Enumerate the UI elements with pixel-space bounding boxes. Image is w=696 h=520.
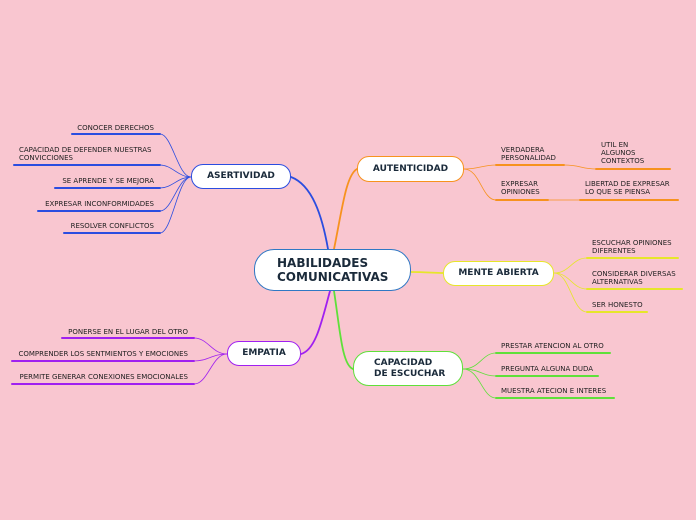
link-asertividad-0 bbox=[159, 133, 192, 178]
link-asertividad-4 bbox=[159, 176, 192, 234]
branch-asertividad-label: ASERTIVIDAD bbox=[207, 171, 275, 181]
leaf-considerar-diversas[interactable]: CONSIDERAR DIVERSAS ALTERNATIVAS bbox=[592, 270, 676, 286]
leaf-resolver-conflictos[interactable]: RESOLVER CONFLICTOS bbox=[70, 222, 154, 230]
branch-empatia-label: EMPATIA bbox=[242, 348, 286, 358]
branch-mente-abierta-label: MENTE ABIERTA bbox=[458, 268, 539, 278]
branch-mente-abierta[interactable]: MENTE ABIERTA bbox=[443, 261, 554, 286]
leaf-se-aprende[interactable]: SE APRENDE Y SE MEJORA bbox=[62, 177, 154, 185]
branch-capacidad-de-escuchar[interactable]: CAPACIDAD DE ESCUCHAR bbox=[353, 351, 463, 386]
central-topic[interactable]: HABILIDADES COMUNICATIVAS bbox=[254, 249, 411, 291]
leaf-expresar-inconformidades[interactable]: EXPRESAR INCONFORMIDADES bbox=[45, 200, 154, 208]
link-empatia-0 bbox=[193, 337, 228, 355]
link-expresar bbox=[463, 168, 497, 201]
trunk-mente-abierta bbox=[410, 271, 444, 274]
leaf-escuchar-opiniones[interactable]: ESCUCHAR OPINIONES DIFERENTES bbox=[592, 239, 672, 255]
link-capacidad-2 bbox=[462, 368, 497, 399]
leaf-util-en-algunos-contextos[interactable]: UTIL EN ALGUNOS CONTEXTOS bbox=[601, 141, 645, 165]
leaf-ponerse-en-el-lugar[interactable]: PONERSE EN EL LUGAR DEL OTRO bbox=[68, 328, 188, 336]
link-empatia-2 bbox=[193, 353, 228, 385]
link-verdadera bbox=[463, 164, 497, 170]
leaf-pregunta-alguna-duda[interactable]: PREGUNTA ALGUNA DUDA bbox=[501, 365, 594, 373]
leaf-conocer-derechos[interactable]: CONOCER DERECHOS bbox=[77, 124, 154, 132]
leaf-expresar-opiniones[interactable]: EXPRESAR OPINIONES bbox=[501, 180, 540, 196]
link-mente-0 bbox=[553, 257, 588, 274]
leaf-prestar-atencion[interactable]: PRESTAR ATENCION AL OTRO bbox=[501, 342, 604, 350]
link-asertividad-1 bbox=[159, 164, 192, 178]
leaf-permite-generar[interactable]: PERMITE GENERAR CONEXIONES EMOCIONALES bbox=[19, 373, 188, 381]
branch-asertividad[interactable]: ASERTIVIDAD bbox=[191, 164, 291, 189]
leaf-comprender-sentimientos[interactable]: COMPRENDER LOS SENTMIENTOS Y EMOCIONES bbox=[18, 350, 188, 358]
branch-autenticidad[interactable]: AUTENTICIDAD bbox=[357, 156, 464, 182]
link-capacidad-0 bbox=[462, 352, 497, 370]
trunk-asertividad bbox=[290, 176, 329, 250]
branch-autenticidad-label: AUTENTICIDAD bbox=[372, 163, 449, 174]
leaf-ser-honesto[interactable]: SER HONESTO bbox=[592, 301, 643, 309]
branch-capacidad-label: CAPACIDAD DE ESCUCHAR bbox=[374, 357, 446, 379]
leaf-verdadera-personalidad[interactable]: VERDADERA PERSONALIDAD bbox=[501, 146, 556, 162]
trunk-capacidad bbox=[333, 290, 354, 370]
leaf-muestra-atencion[interactable]: MUESTRA ATECION E INTERES bbox=[501, 387, 607, 395]
leaf-capacidad-de-defender[interactable]: CAPACIDAD DE DEFENDER NUESTRAS CONVICCIO… bbox=[19, 146, 152, 162]
leaf-libertad-de-expresar[interactable]: LIBERTAD DE EXPRESAR LO QUE SE PIENSA bbox=[585, 180, 670, 196]
branch-empatia[interactable]: EMPATIA bbox=[227, 341, 301, 366]
link-mente-2 bbox=[553, 272, 588, 313]
link-mente-1 bbox=[553, 272, 588, 290]
central-topic-label: HABILIDADES COMUNICATIVAS bbox=[277, 256, 389, 284]
link-util bbox=[563, 164, 597, 170]
trunk-empatia bbox=[300, 290, 331, 355]
trunk-autenticidad bbox=[333, 168, 358, 250]
